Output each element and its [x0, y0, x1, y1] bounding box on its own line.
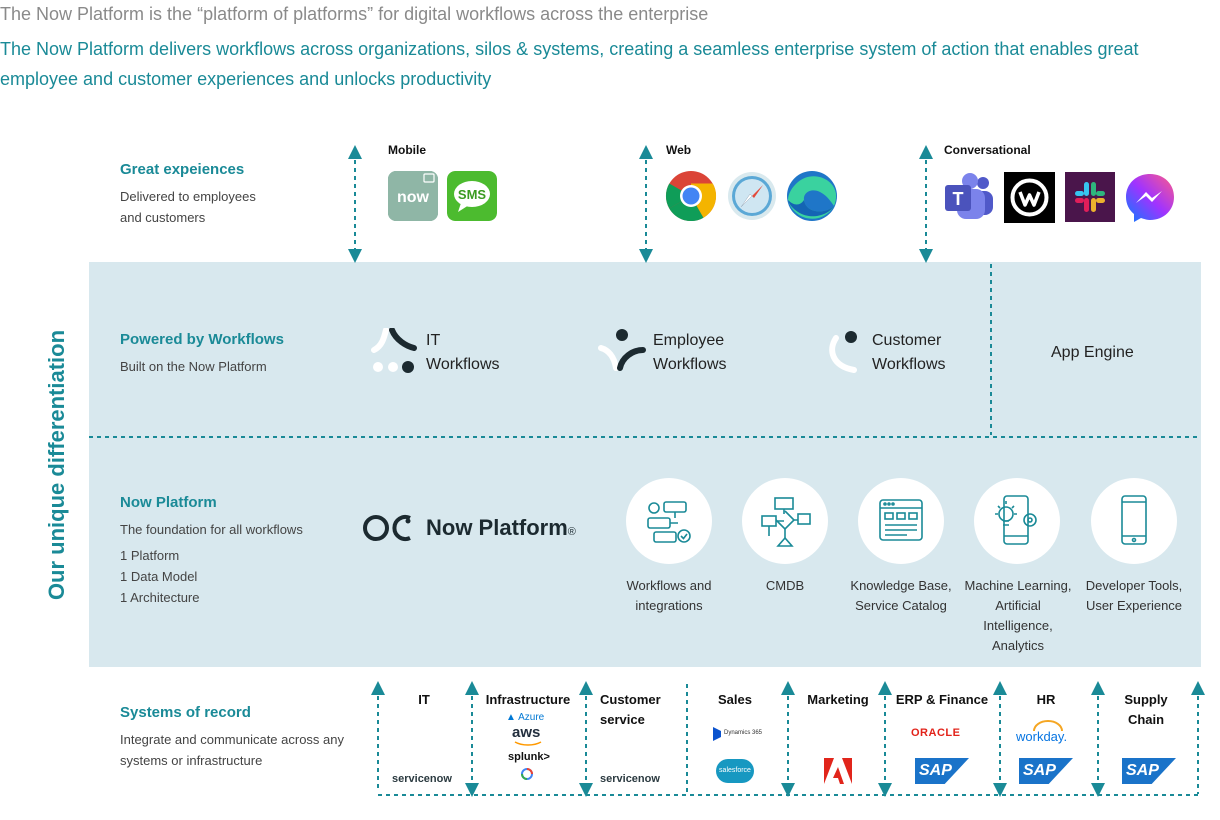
record-category-sales: Sales: [718, 692, 752, 707]
knowledge-catalog-icon: [858, 478, 944, 564]
splunk-logo: splunk>: [508, 751, 550, 763]
it-workflows-icon: [371, 328, 417, 373]
platform-bullet-1: 1 Platform: [120, 548, 180, 563]
workday-arc-icon: [1033, 720, 1063, 732]
it-workflows-label: IT Workflows: [426, 332, 500, 373]
employee-workflows-label: Employee Workflows: [653, 332, 727, 373]
records-subtitle-1: Integrate and communicate across any: [120, 732, 345, 747]
customer-workflows-label: Customer Workflows: [872, 332, 946, 373]
aws-smile-icon: [514, 741, 542, 746]
dynamics-365-icon: [713, 727, 721, 741]
vertical-differentiation-label: Our unique differentiation: [44, 329, 69, 601]
cmdb-icon: [742, 478, 828, 564]
record-category-customer-service: Customer service: [600, 692, 661, 727]
gcp-icon: [521, 768, 533, 780]
experiences-subtitle-2: and customers: [120, 210, 206, 225]
record-category-infrastructure: Infrastructure: [485, 692, 571, 707]
now-platform-logo-mark: [363, 515, 411, 541]
now-mobile-app-icon: now: [388, 171, 438, 221]
capability-caption-knowledge: Knowledge Base, Service Catalog: [850, 578, 952, 613]
capability-caption-workflows: Workflows and integrations: [626, 578, 712, 613]
now-platform-logo-text: Now Platform®: [426, 515, 576, 540]
workflows-title: Powered by Workflows: [120, 331, 284, 348]
workplace-icon: [1004, 172, 1055, 223]
safari-icon: [728, 172, 776, 220]
app-engine-label: App Engine: [1051, 344, 1134, 361]
header-line-2: The Now Platform delivers workflows acro…: [0, 39, 1139, 89]
mobile-device-icon: [1091, 478, 1177, 564]
teams-icon: T: [945, 173, 993, 219]
servicenow-logo-customer-service: servicenow: [600, 773, 660, 785]
azure-logo: ▲ Azure: [506, 712, 545, 723]
record-category-it: IT: [418, 692, 430, 707]
sms-icon: SMS: [447, 171, 497, 221]
chrome-icon: [665, 171, 717, 222]
record-category-hr: HR: [1036, 692, 1056, 707]
adobe-icon: [824, 758, 852, 784]
capability-caption-cmdb: CMDB: [765, 578, 805, 593]
aws-logo: aws: [512, 724, 541, 741]
workflow-integrations-icon: [626, 478, 712, 564]
workflows-subtitle: Built on the Now Platform: [120, 359, 267, 374]
records-title: Systems of record: [120, 704, 251, 721]
workday-logo: workday.: [1016, 729, 1068, 744]
oracle-logo: ORACLE: [911, 727, 961, 739]
platform-bullet-2: 1 Data Model: [120, 569, 198, 584]
record-category-supply-chain: Supply Chain: [1124, 692, 1168, 727]
edge-icon: [787, 171, 837, 221]
messenger-icon: [1126, 174, 1174, 222]
capability-caption-devtools: Developer Tools, User Experience: [1085, 578, 1183, 613]
customer-workflows-icon: [829, 331, 857, 373]
experiences-subtitle-1: Delivered to employees: [120, 189, 256, 204]
record-category-marketing: Marketing: [807, 692, 869, 707]
salesforce-logo: salesforce: [716, 759, 754, 783]
capability-caption-ml: Machine Learning, Artificial Intelligenc…: [964, 578, 1072, 653]
svg-text:T: T: [953, 189, 964, 209]
header-line-1: The Now Platform is the “platform of pla…: [0, 4, 709, 24]
platform-title: Now Platform: [120, 494, 217, 511]
slack-icon: [1065, 172, 1115, 222]
channel-label-mobile: Mobile: [388, 143, 426, 157]
svg-text:now: now: [397, 189, 430, 206]
dynamics-365-logo: Dynamics 365: [724, 730, 763, 736]
platform-subtitle: The foundation for all workflows: [120, 522, 303, 537]
employee-workflows-icon: [598, 329, 646, 371]
records-subtitle-2: systems or infrastructure: [120, 753, 263, 768]
svg-text:SMS: SMS: [458, 187, 487, 202]
servicenow-logo-it: servicenow: [392, 773, 452, 785]
experiences-title: Great expeiences: [120, 161, 245, 178]
record-category-erp-finance: ERP & Finance: [895, 692, 989, 707]
ml-ai-icon: [974, 478, 1060, 564]
channel-label-conversational: Conversational: [944, 143, 1031, 157]
channel-label-web: Web: [666, 143, 692, 157]
platform-bullet-3: 1 Architecture: [120, 590, 200, 605]
